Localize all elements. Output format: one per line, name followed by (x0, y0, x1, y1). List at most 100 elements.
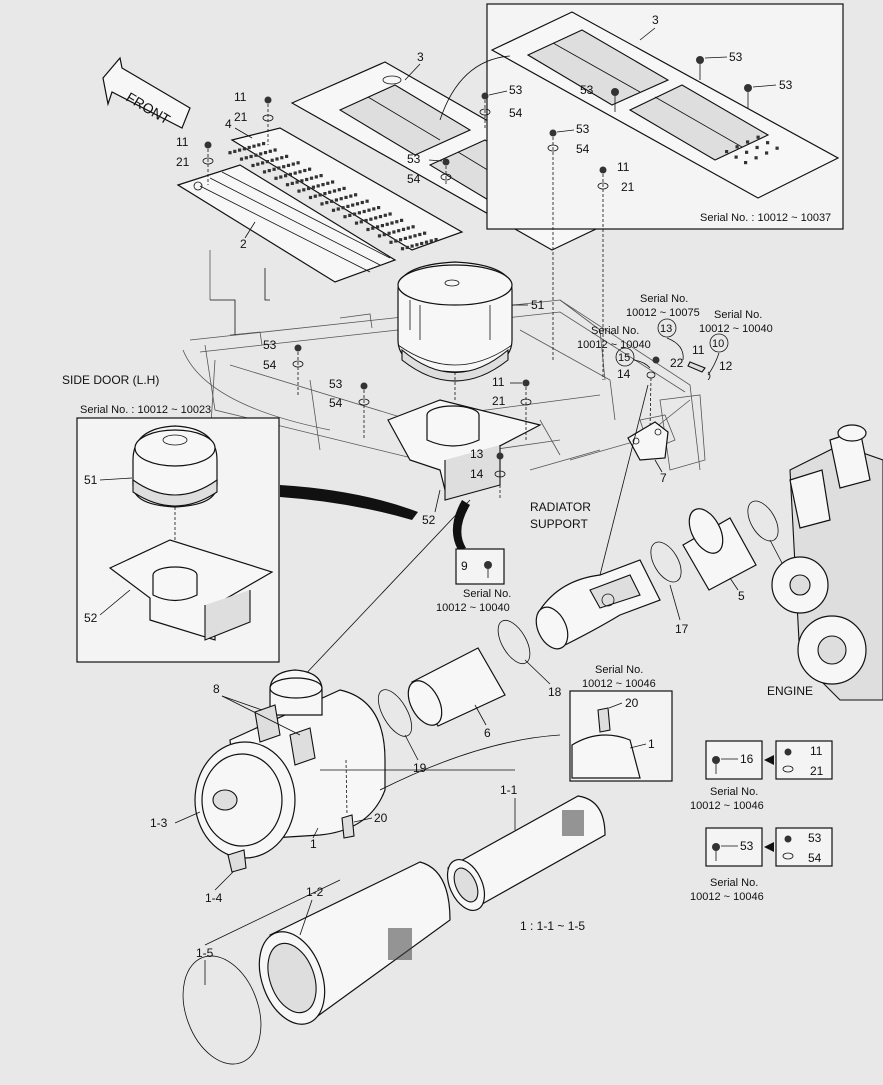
part-label-53-e: 53 (263, 338, 277, 352)
panel-hole (252, 144, 256, 148)
serial-9-range: 10012 ~ 10040 (436, 602, 510, 614)
panel-hole (332, 189, 337, 193)
side-door-label: SIDE DOOR (L.H) (62, 373, 159, 387)
panel-hole (331, 208, 336, 212)
panel-hole (343, 215, 347, 219)
panel-hole (316, 184, 320, 188)
serial-20-label: Serial No. (595, 664, 643, 676)
bolt-53-inset-a (696, 56, 704, 80)
panel-hole (318, 193, 322, 197)
panel-hole (434, 238, 438, 242)
grille-panel-2 (176, 164, 397, 283)
panel-hole (254, 153, 258, 157)
part-label-54-b: 54 (576, 142, 590, 156)
part-label-5: 5 (738, 589, 745, 603)
serial-13-range: 10012 ~ 10075 (626, 307, 700, 319)
panel-hole (261, 161, 265, 165)
panel-hole (756, 135, 760, 139)
panel-hole (745, 150, 749, 154)
panel-hole (429, 239, 433, 243)
panel-hole (291, 162, 295, 166)
part-label-18: 18 (548, 685, 562, 699)
panel-hole (360, 200, 364, 205)
part-label-53-inset-c: 53 (779, 78, 793, 92)
panel-hole (297, 189, 301, 193)
panel-hole (293, 171, 297, 175)
panel-hole (296, 161, 300, 165)
serial-10-label: Serial No. (714, 309, 762, 321)
panel-hole (380, 224, 384, 228)
panel-hole (285, 154, 289, 158)
panel-hole (394, 239, 398, 243)
panel-hole (238, 148, 242, 152)
panel-hole (400, 218, 404, 222)
panel-hole (423, 231, 427, 235)
panel-hole (420, 241, 424, 246)
panel-hole (371, 226, 375, 230)
filter-elements: 1-1 1-2 1-5 1 : 1-1 ~ 1-5 (182, 769, 606, 1065)
serial-13-label: Serial No. (640, 293, 688, 305)
panel-hole (339, 197, 343, 201)
part-label-54-e: 54 (263, 358, 277, 372)
support-label: SUPPORT (530, 517, 588, 531)
panel-hole (775, 146, 779, 150)
serial-16-label: Serial No. (710, 786, 758, 798)
panel-hole (284, 174, 288, 178)
panel-hole (320, 202, 324, 206)
part-label-53-g: 53 (808, 831, 822, 845)
grille-panel-4 (228, 127, 464, 251)
panel-hole (285, 183, 290, 187)
panel-hole (275, 157, 279, 161)
serial-16-range: 10012 ~ 10046 (690, 800, 764, 812)
panel-hole (247, 145, 251, 150)
panel-hole (406, 226, 410, 230)
panel-hole (298, 170, 302, 174)
panel-hole (323, 192, 327, 196)
panel-hole (336, 207, 340, 211)
panel-hole (359, 220, 363, 224)
panel-hole (411, 225, 415, 229)
panel-hole (341, 206, 345, 210)
panel-hole (389, 240, 393, 244)
panel-hole (228, 151, 232, 155)
serial-15-label: Serial No. (591, 325, 639, 337)
panel-hole (355, 202, 360, 206)
part-label-54-a: 54 (509, 106, 523, 120)
panel-hole (233, 149, 237, 153)
panel-hole (325, 201, 329, 205)
serial-15-range: 10012 ~ 10040 (577, 339, 651, 351)
part-label-20-b: 20 (625, 696, 639, 710)
panel-hole (351, 203, 355, 207)
panel-hole (280, 156, 284, 160)
panel-hole (288, 172, 292, 176)
part-label-7: 7 (660, 471, 667, 485)
panel-hole (354, 221, 359, 225)
part-label-21-c: 21 (621, 180, 635, 194)
panel-hole (403, 236, 407, 240)
panel-hole (262, 142, 266, 146)
panel-hole (387, 231, 391, 235)
part-label-54-d: 54 (329, 396, 343, 410)
panel-hole (272, 167, 276, 171)
panel-hole (372, 207, 376, 211)
panel-hole (746, 140, 750, 144)
panel-hole (249, 154, 253, 159)
panel-hole (330, 199, 334, 203)
panel-hole (244, 156, 248, 160)
serial-inset-left: Serial No. : 10012 ~ 10023 51 52 (76, 404, 470, 663)
panel-hole (369, 217, 373, 221)
panel-hole (400, 247, 405, 251)
panel-hole (354, 193, 358, 197)
panel-hole (273, 148, 277, 152)
part-label-21-a: 21 (234, 110, 248, 124)
part-label-11-e: 11 (692, 343, 705, 357)
assembly-note: 1 : 1-1 ~ 1-5 (520, 919, 585, 933)
part-label-51: 51 (531, 298, 545, 312)
replacement-box-16: 16 11 21 Serial No. 10012 ~ 10046 (690, 740, 833, 812)
serial-9-label: Serial No. (463, 588, 511, 600)
radiator-label: RADIATOR (530, 500, 591, 514)
panel-hole (410, 244, 414, 248)
panel-hole (383, 213, 387, 217)
serial-10-range: 10012 ~ 10040 (699, 323, 773, 335)
